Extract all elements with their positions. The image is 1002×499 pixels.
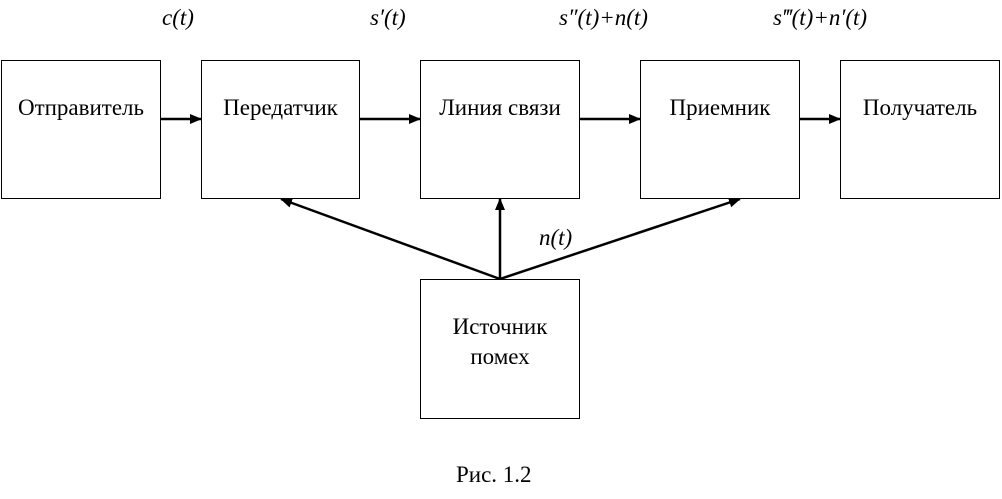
signal-label-message: c(t) bbox=[162, 5, 194, 30]
channel-block: Линия связи bbox=[420, 60, 580, 199]
arrow-noise-to-receiver bbox=[499, 197, 741, 281]
channel-label: Линия связи bbox=[439, 95, 561, 120]
figure-caption: Рис. 1.2 bbox=[456, 462, 532, 487]
receiver-label: Приемник bbox=[669, 95, 771, 120]
receiver-block: Приемник bbox=[640, 60, 800, 199]
arrow-noise-to-transmitter bbox=[280, 197, 501, 281]
noise-source-block: Источник помех bbox=[420, 279, 580, 419]
signal-label-noise: n(t) bbox=[539, 225, 573, 250]
signal-label-receiver-out: s‴(t)+n′(t) bbox=[773, 5, 868, 30]
sender-label: Отправитель bbox=[17, 95, 145, 120]
transmitter-label: Передатчик bbox=[223, 95, 338, 120]
sender-block: Отправитель bbox=[1, 60, 161, 199]
signal-label-transmitted: s′(t) bbox=[370, 5, 406, 30]
recipient-block: Получатель bbox=[840, 60, 1000, 199]
recipient-label: Получатель bbox=[862, 95, 978, 120]
transmitter-block: Передатчик bbox=[201, 60, 360, 199]
noise-source-label: Источник помех bbox=[452, 314, 548, 369]
signal-label-channel-out: s″(t)+n(t) bbox=[559, 5, 648, 30]
